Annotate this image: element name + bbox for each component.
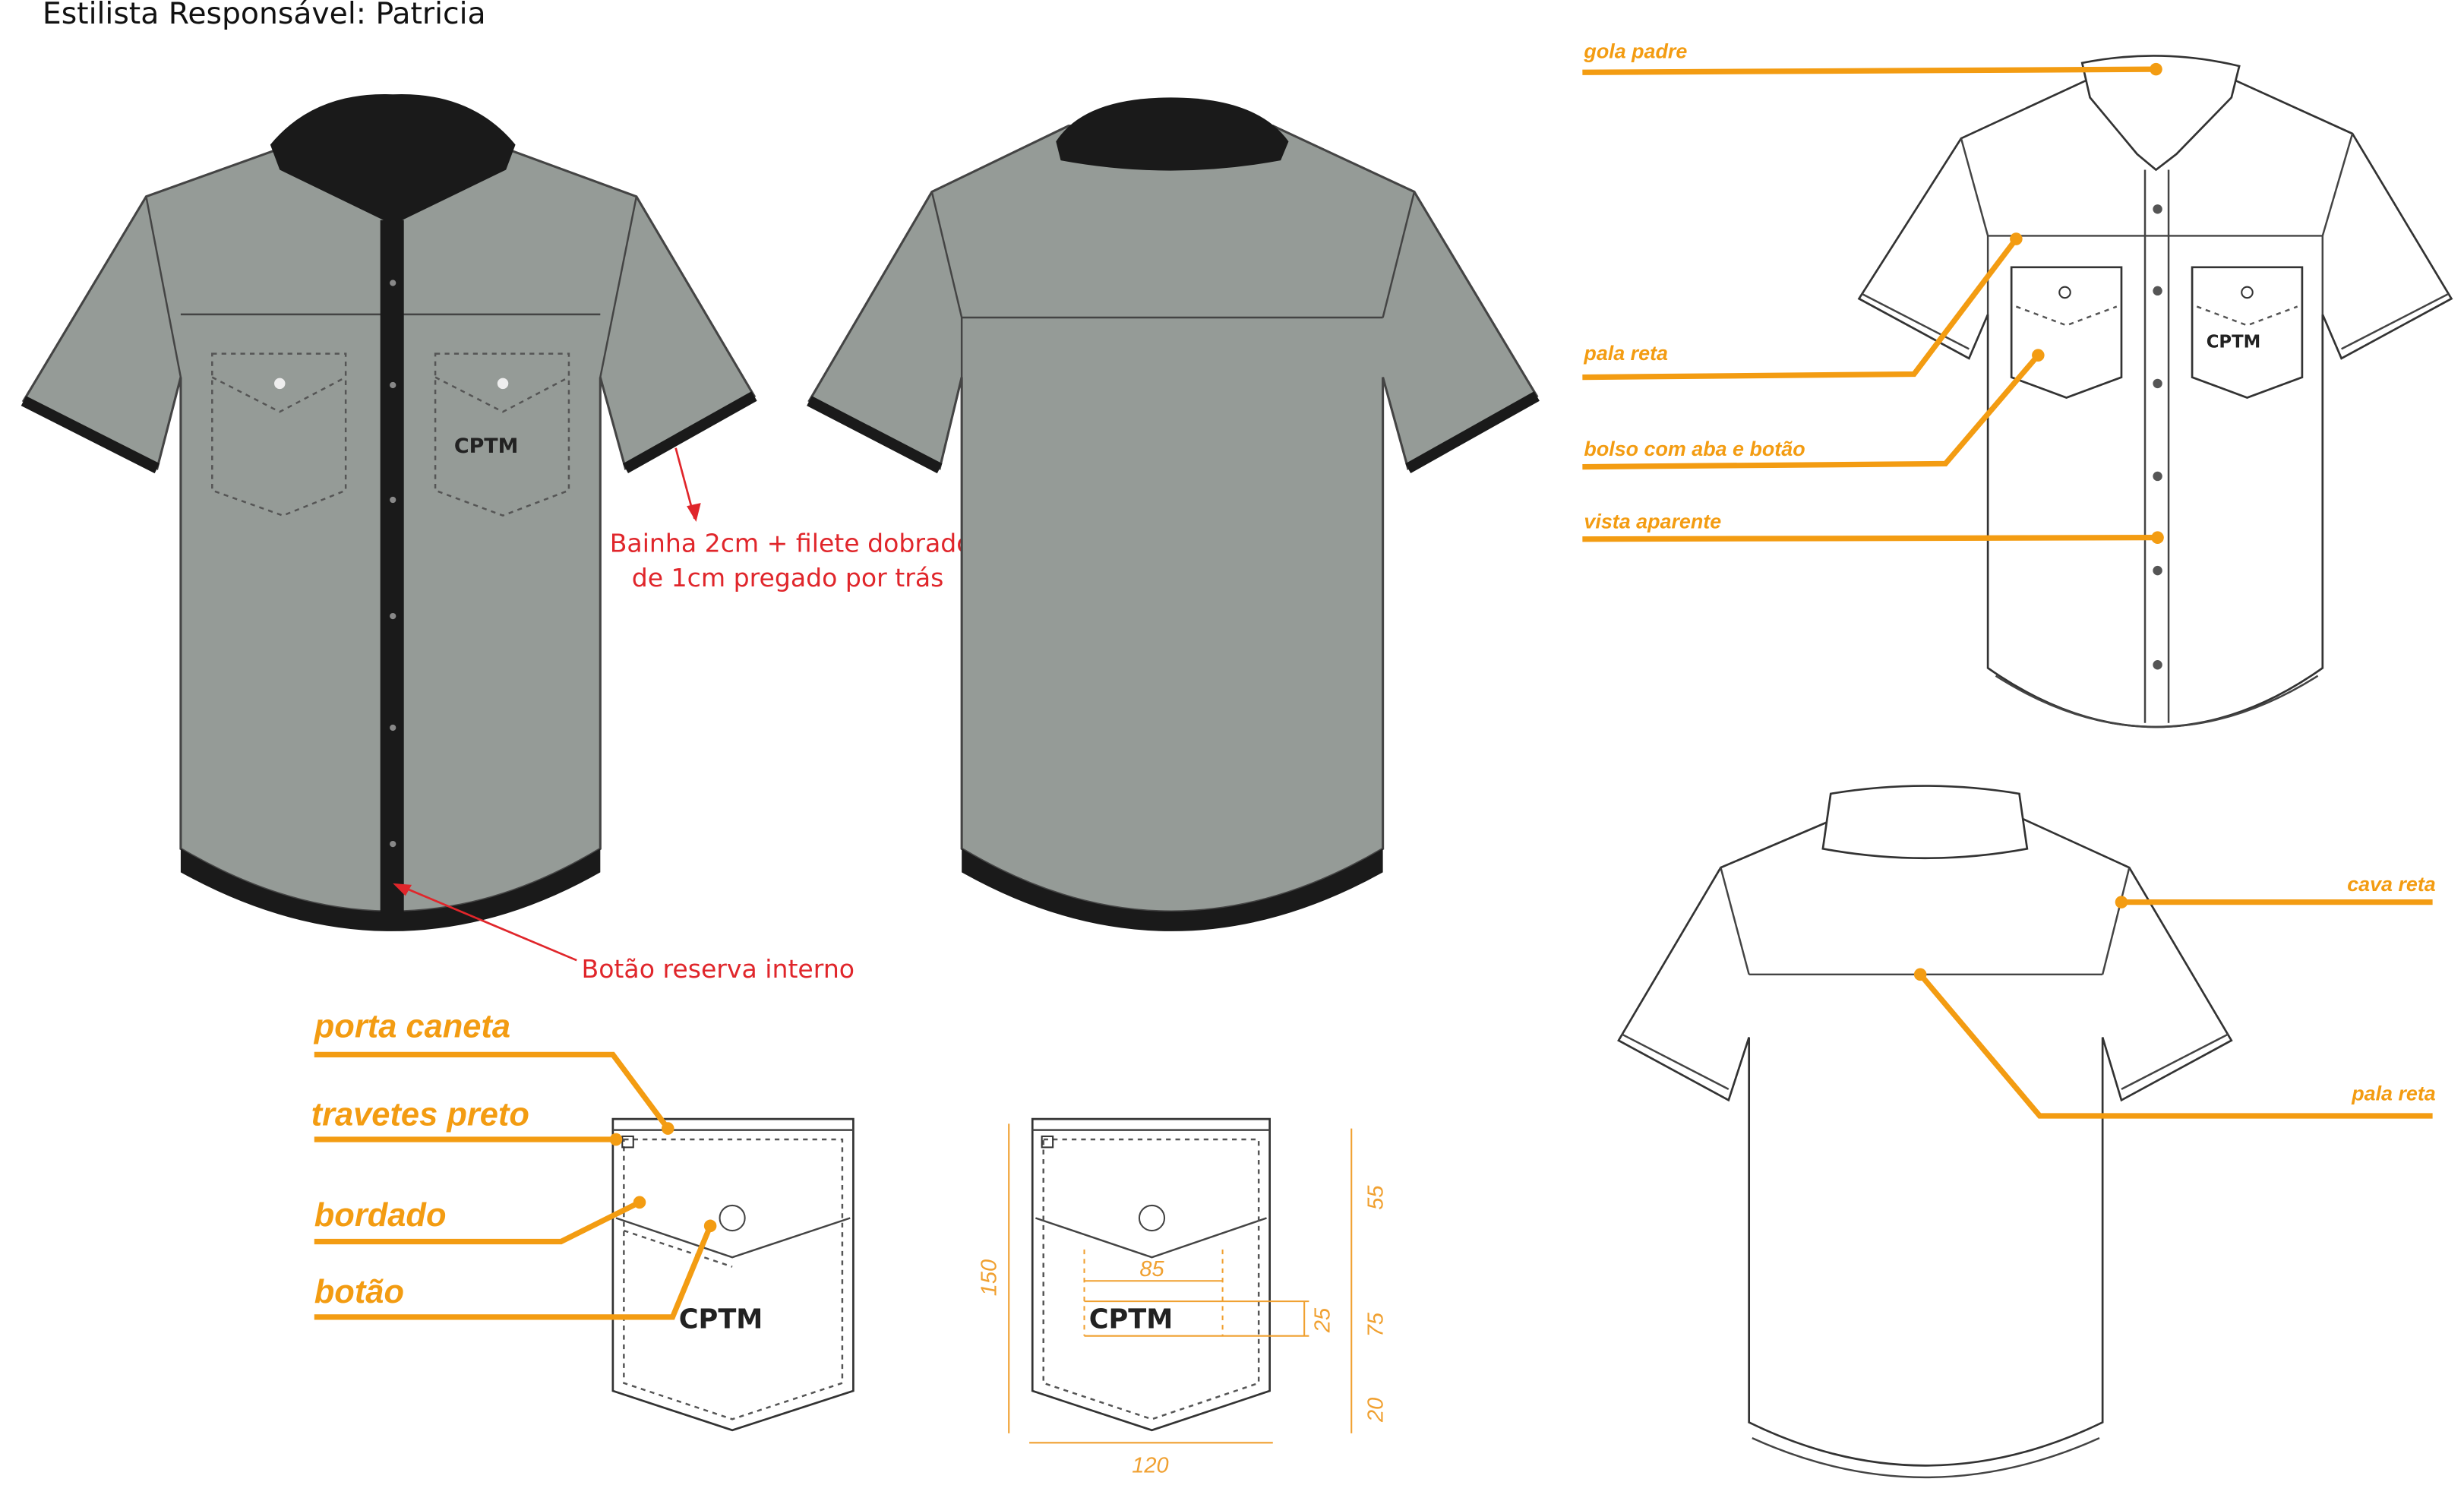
label-porta-caneta: porta caneta [314, 1009, 510, 1045]
label-bordado: bordado [314, 1197, 447, 1234]
dim-logo-85: 85 [1139, 1257, 1164, 1281]
hem-note-line2: de 1cm pregado por trás [632, 563, 944, 592]
dim-height-150: 150 [978, 1259, 1002, 1296]
pocket-callouts: porta caneta travetes preto bordado botã… [311, 1009, 717, 1320]
dimension-logo: CPTM [1089, 1304, 1174, 1335]
label-vista-aparente: vista aparente [1584, 510, 1721, 532]
dim-flap-55: 55 [1364, 1185, 1388, 1210]
front-callouts: gola padre pala reta bolso com aba e bot… [1582, 40, 2164, 544]
back-callouts: cava reta pala reta [1913, 873, 2436, 1119]
pocket-dimension-drawing: CPTM 150 120 85 25 55 75 20 [978, 1117, 1388, 1478]
label-pala-reta-front: pala reta [1583, 342, 1668, 365]
hem-note-line1: Bainha 2cm + filete dobrado [610, 528, 972, 558]
label-bolso: bolso com aba e botão [1584, 438, 1805, 460]
pocket-detail: CPTM [611, 1117, 855, 1432]
reserve-button-note: Botão reserva interno [581, 954, 855, 984]
dim-width-120: 120 [1132, 1454, 1168, 1478]
front-logo: CPTM [454, 434, 519, 458]
front-shirt-colored: CPTM [21, 94, 757, 931]
front-flat-logo: CPTM [2207, 332, 2261, 352]
dim-logo-25: 25 [1310, 1307, 1335, 1333]
label-travetes-preto: travetes preto [311, 1096, 529, 1133]
dim-mid-75: 75 [1364, 1312, 1388, 1337]
dim-bottom-20: 20 [1364, 1398, 1388, 1423]
stylist-label: Estilista Responsável: Patricia [43, 0, 486, 31]
pocket-logo: CPTM [679, 1304, 763, 1335]
front-shirt-flat: CPTM [1857, 55, 2453, 728]
label-botao: botão [314, 1274, 404, 1310]
back-shirt-colored [807, 97, 1540, 931]
label-pala-reta-back: pala reta [2351, 1082, 2436, 1104]
label-gola-padre: gola padre [1583, 40, 1687, 63]
back-shirt-flat [1617, 785, 2233, 1478]
label-cava-reta: cava reta [2347, 873, 2436, 896]
